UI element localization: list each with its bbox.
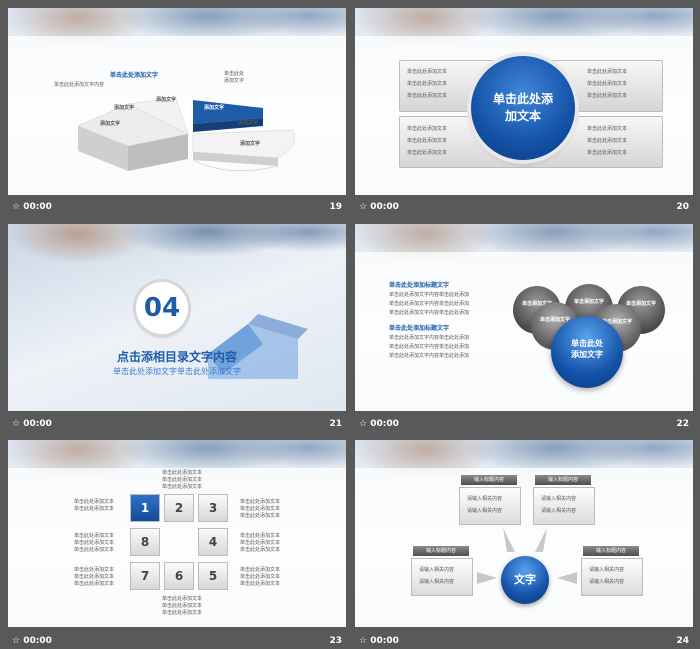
footer-icon: ☆: [359, 202, 368, 212]
slide-footer: ☆ 00:00 22: [355, 416, 693, 432]
section-subtitle: 单击此处添加文字单击此处添加文字: [113, 367, 241, 376]
slide-number: 21: [329, 419, 342, 429]
step-tile: 5: [198, 562, 228, 590]
step-tile: 8: [130, 528, 160, 556]
step-tile: 7: [130, 562, 160, 590]
slide-number: 22: [676, 419, 689, 429]
pie-label: 单击此处: [224, 71, 245, 77]
pie-chart-graphic: [77, 97, 295, 172]
slide-footer: ☆ 00:00 23: [8, 633, 346, 649]
arrows-graphic: [477, 528, 577, 584]
panel-header: 输入标题内容: [583, 546, 639, 556]
footer-icon: ☆: [12, 419, 21, 429]
slide-footer: ☆ 00:00 21: [8, 416, 346, 432]
pie-label: 添加文字: [238, 120, 259, 126]
step-tile: 2: [164, 494, 194, 522]
pie-label: 添加文字: [100, 121, 121, 127]
pie-label: 添加文字: [204, 105, 225, 111]
slide-thumbnail-20[interactable]: 单击此处添加文本 单击此处添加文本 单击此处添加文本 单击此处添加文本 单击此处…: [355, 8, 693, 195]
slide-thumbnail-23[interactable]: 单击此处添加文本 单击此处添加文本 单击此处添加文本 单击此处添加文本 单击此处…: [8, 440, 346, 627]
text-panel: [411, 558, 473, 596]
step-tile: 3: [198, 494, 228, 522]
footer-icon: ☆: [359, 636, 368, 646]
slide-number: 19: [329, 202, 342, 212]
slide-thumbnail-24[interactable]: 输入标题内容 请输入相关内容 请输入相关内容 输入标题内容 请输入相关内容 请输…: [355, 440, 693, 627]
slide-number: 24: [676, 636, 689, 646]
section-number-badge: 04: [136, 282, 188, 334]
main-blue-ball: 单击此处 添加文字: [551, 316, 623, 388]
center-blue-ball: 文字: [501, 556, 549, 604]
step-tile: 1: [130, 494, 160, 522]
pie-label: 添加文字: [156, 97, 177, 103]
panel-header: 输入标题内容: [461, 475, 517, 485]
section-title: 点击添相目录文字内容: [116, 350, 237, 364]
footer-icon: ☆: [12, 202, 21, 212]
pie-label: 添加文字: [224, 78, 245, 84]
slide-footer: ☆ 00:00 19: [8, 199, 346, 215]
panel-header: 输入标题内容: [535, 475, 591, 485]
pie-label: 单击此处添加文字: [110, 72, 159, 79]
slide-number: 23: [329, 636, 342, 646]
text-panel: [581, 558, 643, 596]
slide-footer: ☆ 00:00 24: [355, 633, 693, 649]
text-panel: [533, 487, 595, 525]
pie-label: 添加文字: [114, 105, 135, 111]
center-circle: 单击此处添 加文本: [471, 56, 575, 160]
slide-thumbnail-22[interactable]: 单击此处添加标题文字 单击此处添加文字内容单击此处添加 单击此处添加文字内容单击…: [355, 224, 693, 411]
slide-footer: ☆ 00:00 20: [355, 199, 693, 215]
step-tile: 6: [164, 562, 194, 590]
slide-thumbnail-21[interactable]: 04 点击添相目录文字内容 单击此处添加文字单击此处添加文字: [8, 224, 346, 411]
blueprint-house-image: [208, 314, 308, 379]
slide-thumbnail-19[interactable]: 单击此处添加文字 单击此处添加文字内容 单击此处 添加文字 添加文字 添加文字 …: [8, 8, 346, 195]
slide-number: 20: [676, 202, 689, 212]
footer-icon: ☆: [359, 419, 368, 429]
pie-label: 单击此处添加文字内容: [54, 82, 105, 88]
step-tile: 4: [198, 528, 228, 556]
panel-header: 输入标题内容: [413, 546, 469, 556]
pie-label: 添加文字: [240, 141, 261, 147]
footer-icon: ☆: [12, 636, 21, 646]
text-panel: [459, 487, 521, 525]
